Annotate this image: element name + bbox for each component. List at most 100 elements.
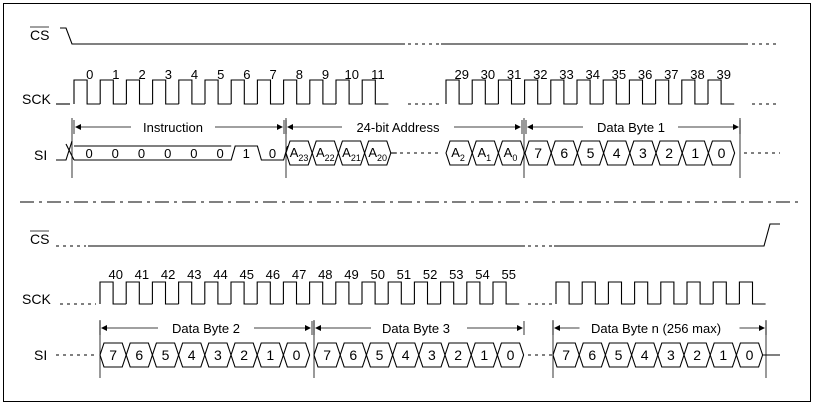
data-bit-label: 3 xyxy=(214,347,222,363)
data-bit-label: 3 xyxy=(428,347,436,363)
data-bit-label: 6 xyxy=(135,347,143,363)
data-bit-label: 5 xyxy=(162,347,170,363)
instruction-bit: 0 xyxy=(190,146,197,161)
bottom-sck-pulse xyxy=(607,281,635,305)
data-cell xyxy=(496,342,525,368)
data-cell xyxy=(707,140,736,166)
bottom-sck-pulse xyxy=(99,281,127,305)
clock-number: 29 xyxy=(454,67,468,82)
top-sck-pulse xyxy=(445,79,473,105)
top-cs-waveform xyxy=(60,27,405,45)
bottom-sck-pulse xyxy=(738,281,766,305)
bottom-sck-pulse xyxy=(492,281,520,305)
clock-number: 40 xyxy=(108,267,122,282)
clock-number: 36 xyxy=(638,67,652,82)
clock-number: 35 xyxy=(612,67,626,82)
data-bit-label: 2 xyxy=(454,347,462,363)
clock-number: 32 xyxy=(533,67,547,82)
top-sck-pulse xyxy=(335,79,363,105)
top-address-label: 24-bit Address xyxy=(356,120,440,135)
top-sck-label: SCK xyxy=(22,91,51,107)
address-bit-label: A2 xyxy=(451,145,465,163)
bottom-sck-pulse xyxy=(413,281,441,305)
top-sck-waveform xyxy=(73,79,735,105)
top-sck-pulse xyxy=(602,79,630,105)
data-bit-label: 4 xyxy=(641,347,649,363)
instruction-bit: 1 xyxy=(243,146,250,161)
address-bit-label: A22 xyxy=(316,145,335,163)
top-sck-pulse xyxy=(73,79,101,105)
bottom-sck-pulse xyxy=(256,281,284,305)
diagram-frame xyxy=(3,3,811,402)
data-bit-label: 7 xyxy=(109,347,117,363)
clock-number: 53 xyxy=(449,267,463,282)
data-bit-label: 5 xyxy=(376,347,384,363)
clock-number: 55 xyxy=(501,267,515,282)
clock-number: 52 xyxy=(423,267,437,282)
top-data-label: Data Byte 1 xyxy=(597,120,665,135)
data-bit-label: 1 xyxy=(480,347,488,363)
bottom-sck-pulse xyxy=(178,281,205,305)
clock-number: 43 xyxy=(187,267,201,282)
data-bit-label: 1 xyxy=(719,347,727,363)
data-bit-label: 4 xyxy=(188,347,196,363)
data-bit-label: 7 xyxy=(562,347,570,363)
top-sck-pulse xyxy=(576,79,604,105)
data-bit-label: 7 xyxy=(323,347,331,363)
data-bit-label: 5 xyxy=(615,347,623,363)
bottom-sck-pulse xyxy=(440,281,467,305)
top-sck-pulse xyxy=(125,79,153,105)
top-sck-pulse xyxy=(628,79,656,105)
clock-number: 47 xyxy=(292,267,306,282)
clock-number: 54 xyxy=(475,267,489,282)
bottom-cs-waveform-2 xyxy=(554,223,780,247)
bottom-sck-pulse xyxy=(634,281,661,305)
top-sck-pulse xyxy=(524,79,551,105)
bottom-byte2-label: Data Byte 2 xyxy=(172,321,240,336)
clock-number: 51 xyxy=(397,267,411,282)
data-cell xyxy=(282,342,311,368)
clock-number: 37 xyxy=(664,67,678,82)
bottom-sck-pulse xyxy=(555,281,583,305)
bottom-byten-label: Data Byte n (256 max) xyxy=(591,321,721,336)
top-si-lead-x xyxy=(65,143,75,161)
data-bit-label: 5 xyxy=(587,145,595,161)
address-bit-label: A1 xyxy=(477,145,491,163)
bottom-sck-pulse xyxy=(712,281,740,305)
top-sck-pulse xyxy=(497,79,525,105)
top-sck-pulse xyxy=(152,79,179,105)
data-bit-label: 4 xyxy=(402,347,410,363)
data-bit-label: 0 xyxy=(293,347,301,363)
top-sck-pulse xyxy=(707,79,735,105)
data-bit-label: 1 xyxy=(691,145,699,161)
top-sck-pulse xyxy=(550,79,577,105)
data-bit-label: 1 xyxy=(266,347,274,363)
clock-number: 45 xyxy=(239,267,253,282)
clock-number: 11 xyxy=(371,67,385,82)
data-bit-label: 0 xyxy=(718,145,726,161)
data-bit-label: 0 xyxy=(746,347,754,363)
clock-number: 6 xyxy=(243,67,250,82)
data-bit-label: 4 xyxy=(613,145,621,161)
clock-number: 31 xyxy=(507,67,521,82)
top-sck-pulse xyxy=(230,79,258,105)
data-bit-label: 2 xyxy=(665,145,673,161)
bottom-sck-pulse xyxy=(125,281,153,305)
clock-number: 50 xyxy=(370,267,384,282)
data-bit-label: 3 xyxy=(667,347,675,363)
bottom-sck-pulse xyxy=(660,281,687,305)
clock-number: 46 xyxy=(266,267,280,282)
address-bit-label: A23 xyxy=(290,145,309,163)
data-bit-label: 6 xyxy=(588,347,596,363)
bottom-cs-label: CS xyxy=(30,231,49,247)
bottom-sck-pulse xyxy=(282,281,310,305)
top-sck-pulse xyxy=(204,79,232,105)
clock-number: 44 xyxy=(213,267,227,282)
top-sck-pulse xyxy=(283,79,310,105)
bottom-sck-pulse xyxy=(309,281,336,305)
clock-number: 38 xyxy=(690,67,704,82)
instruction-bit: 0 xyxy=(112,146,119,161)
